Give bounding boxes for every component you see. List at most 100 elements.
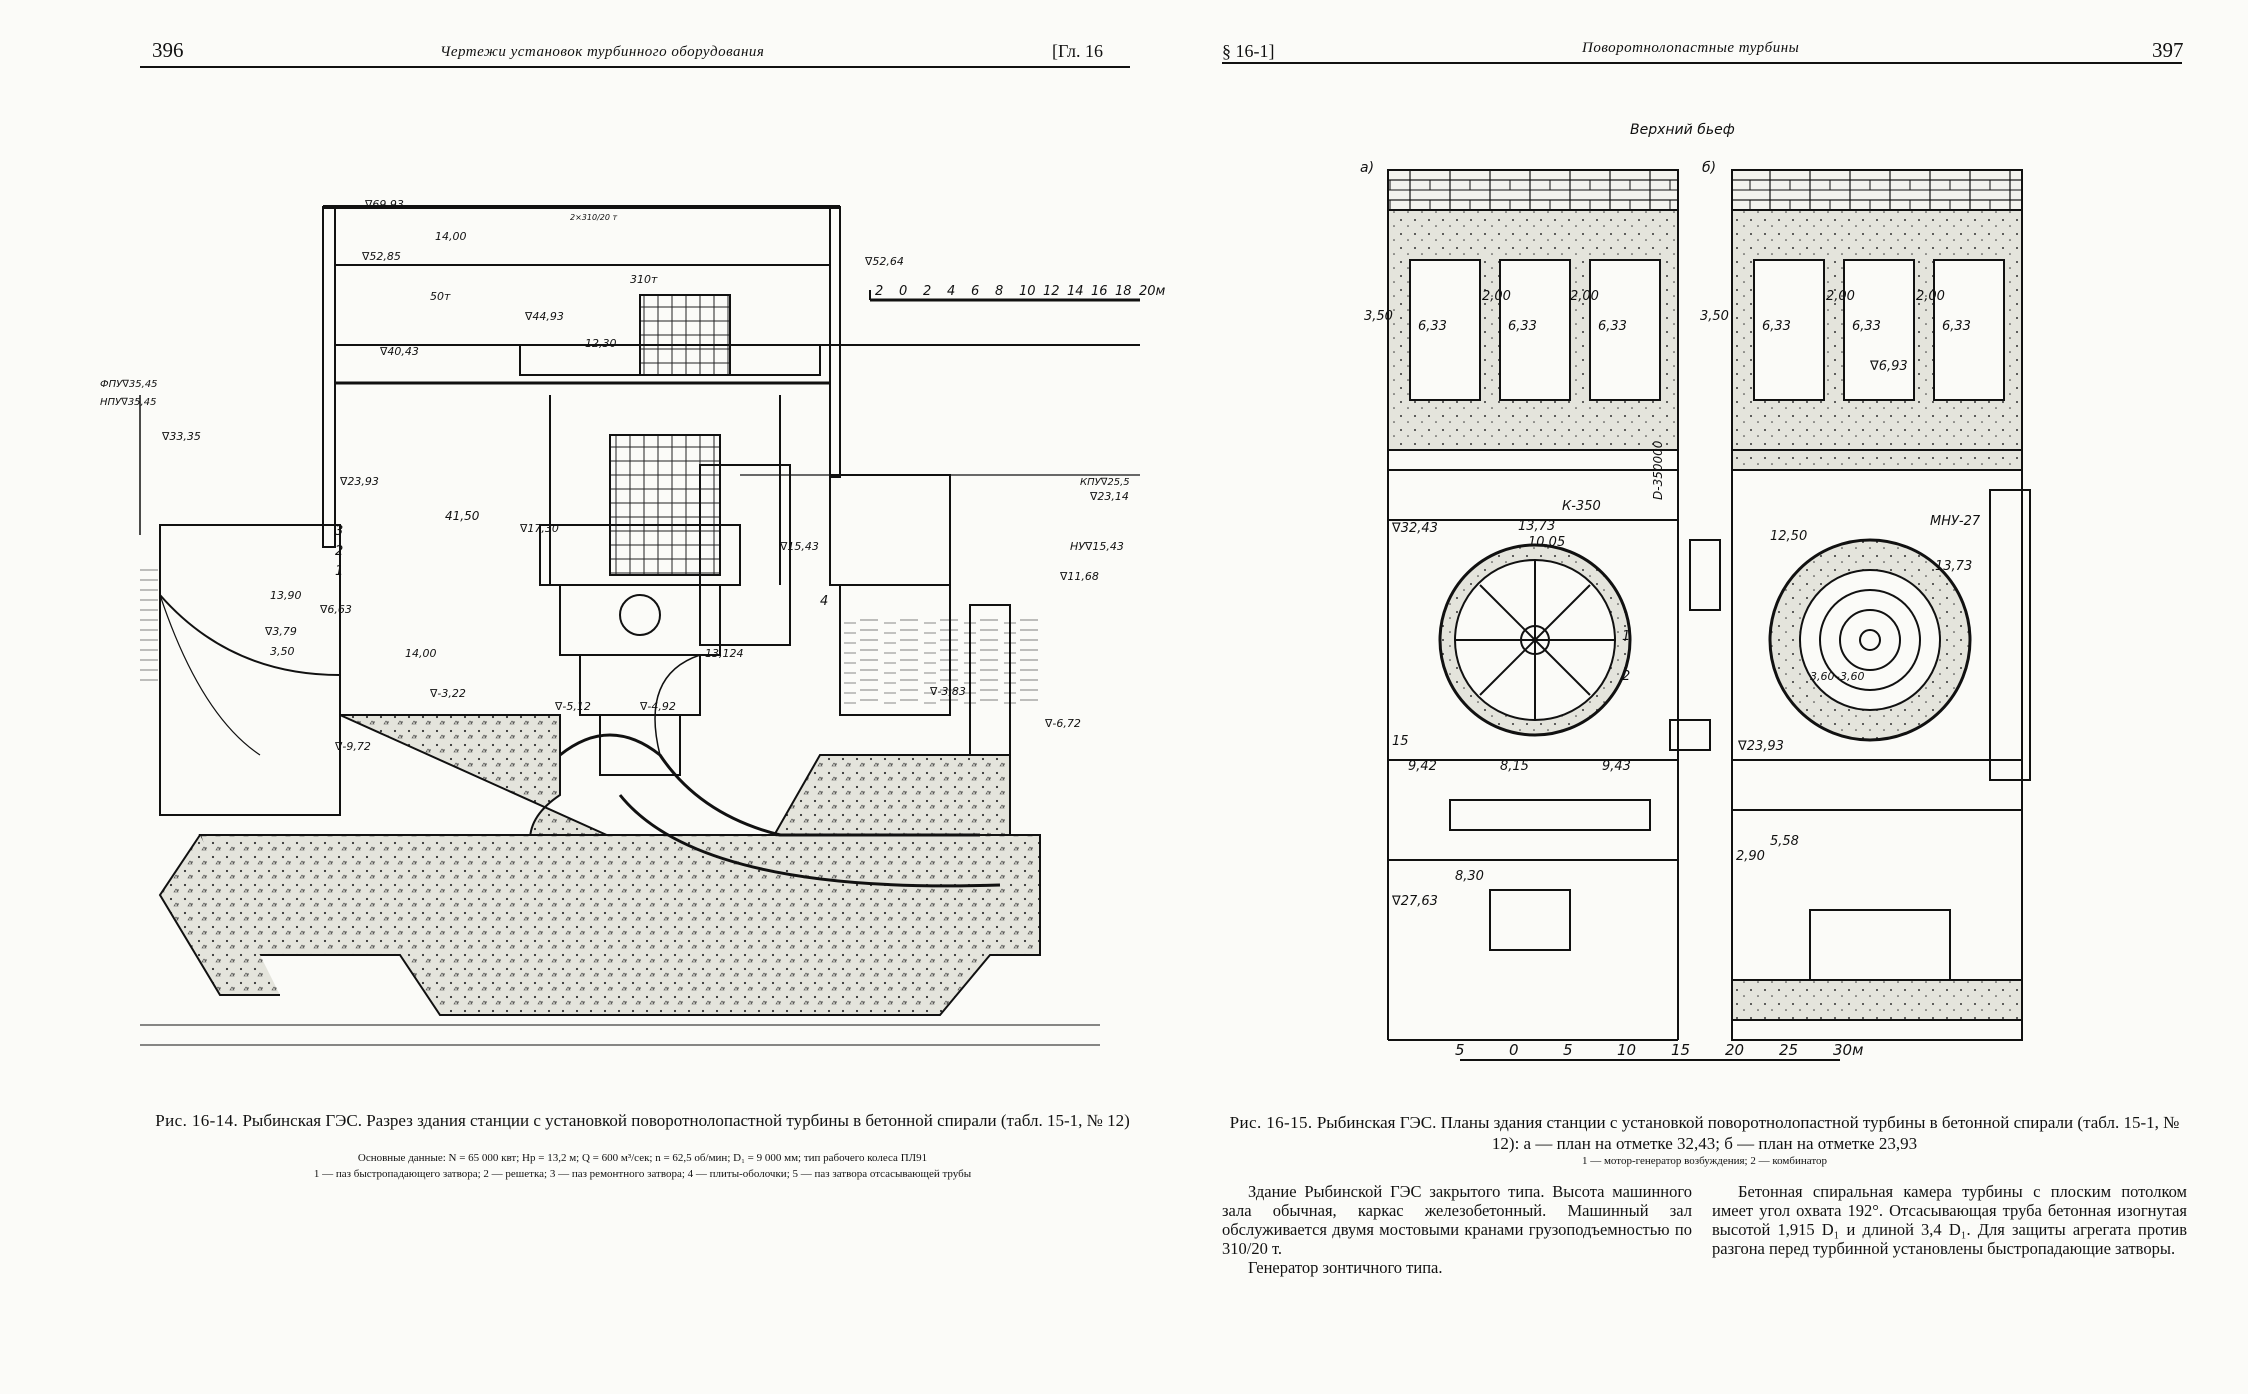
b-633-2: 6,33 <box>1852 319 1881 334</box>
lbl-elev-5264: ∇52,64 <box>864 255 904 268</box>
left-page-number: 396 <box>152 38 184 62</box>
body-col1-para-1: Здание Рыбинской ГЭС закрытого типа. Выс… <box>1222 1182 1692 1258</box>
scale-tick-label: 0 <box>899 284 907 299</box>
lbl-elev-2314: ∇23,14 <box>1089 490 1129 503</box>
scale-tick-label: 30м <box>1833 1041 1863 1059</box>
lbl-dim-1400: 14,00 <box>405 647 437 660</box>
a-2763: ∇27,63 <box>1391 894 1438 909</box>
scale-tick-label: 18 <box>1115 284 1132 299</box>
left-running-title: Чертежи установок турбинного оборудовани… <box>440 44 765 60</box>
a-942: 9,42 <box>1408 759 1437 774</box>
lbl-elev-5285: ∇52,85 <box>361 250 401 263</box>
a-350: 3,50 <box>1364 309 1393 324</box>
scale-tick-label: 10 <box>1019 284 1036 299</box>
section-drawing: ∇69,93 14,00 2×310/20 т ∇52,85 310т ∇52,… <box>100 198 1166 1046</box>
scale-tick-label: 2 <box>923 284 931 299</box>
scale-tick-label: 16 <box>1091 284 1108 299</box>
scale-tick-label: 20м <box>1139 284 1166 299</box>
panel-a-label: а) <box>1360 160 1375 176</box>
a-3243: ∇32,43 <box>1391 521 1438 536</box>
scale-tick-label: 25 <box>1779 1041 1798 1059</box>
lbl-elev-322: ∇-3,22 <box>429 687 466 700</box>
scale-tick-label: 6 <box>971 284 979 299</box>
lbl-elev-663: ∇6,63 <box>319 603 352 616</box>
a-n1: 1 <box>1622 629 1630 644</box>
right-figure-caption: Рис. 16-15. Рыбинская ГЭС. Планы здания … <box>1222 1112 2187 1154</box>
body-column-2: Бетонная спиральная камера турбины с пло… <box>1712 1182 2187 1258</box>
left-scale-ticks: 2 0 2 4 6 8 10 12 14 16 18 20м <box>875 284 1166 299</box>
right-caption-text: Рыбинская ГЭС. Планы здания станции с ус… <box>1316 1113 2180 1153</box>
lbl-npu: НПУ∇35,45 <box>100 397 156 408</box>
b-558: 5,58 <box>1770 834 1799 849</box>
lbl-elev-972: ∇-9,72 <box>334 740 371 753</box>
right-running-title: Поворотнолопастные турбины <box>1582 40 1800 56</box>
lbl-crane-beam: 14,00 <box>435 230 467 243</box>
left-figure-caption: Рис. 16-14. Рыбинская ГЭС. Разрез здания… <box>150 1110 1135 1131</box>
left-main-data: Основные данные: N = 65 000 квт; Hр = 13… <box>357 1152 928 1164</box>
a-830: 8,30 <box>1455 869 1484 884</box>
lbl-elev-379: ∇3,79 <box>264 625 297 638</box>
left-legend: 1 — паз быстропадающего затвора; 2 — реш… <box>313 1168 972 1180</box>
left-chapter-ref: [Гл. 16 <box>1052 41 1104 61</box>
left-caption-label: Рис. 16-14. <box>155 1111 239 1130</box>
b-290: 2,90 <box>1736 849 1765 864</box>
lbl-elev-4493: ∇44,93 <box>524 310 564 323</box>
lbl-n2: 2 <box>335 544 343 559</box>
body-column-1: Здание Рыбинской ГЭС закрытого типа. Выс… <box>1222 1182 1692 1277</box>
body-col1-para-2: Генератор зонтичного типа. <box>1248 1258 1443 1277</box>
a-633-3: 6,33 <box>1598 319 1627 334</box>
right-section-ref: § 16-1] <box>1222 41 1275 61</box>
left-header-rule <box>140 66 1130 68</box>
scale-tick-label: 5 <box>1455 1041 1465 1059</box>
scale-tick-label: 5 <box>1563 1041 1573 1059</box>
scale-tick-label: 10 <box>1617 1041 1636 1059</box>
b-2393: ∇23,93 <box>1737 739 1784 754</box>
lbl-hook: 50т <box>430 290 451 303</box>
lbl-elev-383: ∇-3,83 <box>929 685 966 698</box>
b-1373: 13,73 <box>1935 559 1972 574</box>
right-header-rule <box>1222 62 2182 64</box>
a-633-1: 6,33 <box>1418 319 1447 334</box>
a-1373: 13,73 <box>1518 519 1555 534</box>
scale-tick-label: 0 <box>1509 1041 1519 1059</box>
lbl-n1: 1 <box>335 564 343 579</box>
b-693: ∇6,93 <box>1869 359 1908 374</box>
a-1005: 10,05 <box>1528 535 1565 550</box>
left-caption-text: Рыбинская ГЭС. Разрез здания станции с у… <box>242 1111 1130 1130</box>
right-page-number: 397 <box>2152 38 2184 62</box>
lbl-elev-512: ∇-5,12 <box>554 700 591 713</box>
lbl-elev-1730: ∇17,30 <box>519 522 559 535</box>
scale-tick-label: 4 <box>947 284 955 299</box>
right-legend: 1 — мотор-генератор возбуждения; 2 — ком… <box>1581 1155 1828 1167</box>
lbl-fpu: ФПУ∇35,45 <box>100 379 158 390</box>
lbl-dim-1390: 13,90 <box>270 589 302 602</box>
a-n2: 2 <box>1622 669 1630 684</box>
lbl-elev-672: ∇-6,72 <box>1044 717 1081 730</box>
lbl-elev-1543: ∇15,43 <box>779 540 819 553</box>
a-200-1: 2,00 <box>1482 289 1511 304</box>
scale-tick-label: 8 <box>995 284 1003 299</box>
lbl-dim-4150: 41,50 <box>445 509 480 523</box>
lbl-elev-492: ∇-4,92 <box>639 700 676 713</box>
lbl-elev-350: 3,50 <box>270 645 295 658</box>
a-k350: К-350 <box>1562 499 1601 514</box>
lbl-elev-2393: ∇23,93 <box>339 475 379 488</box>
lbl-dim-13124: 13,124 <box>705 647 744 660</box>
a-d: D-350000 <box>1651 440 1665 500</box>
a-815: 8,15 <box>1500 759 1529 774</box>
scale-tick-label: 15 <box>1671 1041 1690 1059</box>
scale-tick-label: 12 <box>1043 284 1060 299</box>
b-1250: 12,50 <box>1770 529 1807 544</box>
b-200-2: 2,00 <box>1916 289 1945 304</box>
a-15: 15 <box>1392 734 1409 749</box>
scale-tick-label: 14 <box>1067 284 1084 299</box>
upstream-label: Верхний бьеф <box>1630 122 1735 138</box>
panel-b-label: б) <box>1702 160 1717 176</box>
b-360: 3,60–3,60 <box>1810 670 1864 683</box>
right-caption-label: Рис. 16-15. <box>1229 1113 1313 1132</box>
scale-tick-label: 2 <box>875 284 883 299</box>
plans-drawing: 3,50 6,33 6,33 6,33 2,00 2,00 ∇32,43 13,… <box>1364 169 2031 1061</box>
lbl-elev-3535: ∇33,35 <box>161 430 201 443</box>
b-350: 3,50 <box>1700 309 1729 324</box>
